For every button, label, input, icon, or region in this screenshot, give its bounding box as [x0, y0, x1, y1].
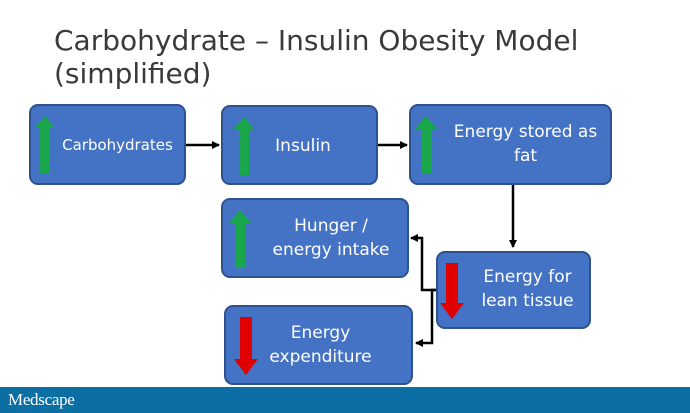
up-arrow-icon: [35, 116, 55, 174]
up-arrow-icon: [229, 210, 251, 268]
node-energy-for-lean-tissue: Energy for lean tissue: [436, 251, 591, 329]
node-expenditure-line-1: Energy: [290, 323, 351, 343]
node-lean-tissue-line-2: lean tissue: [481, 291, 574, 311]
footer-bar: Medscape: [0, 387, 690, 413]
up-arrow-icon: [233, 117, 255, 175]
node-carbohydrates-label: Carbohydrates: [62, 136, 173, 154]
node-energy-expenditure: Energy expenditure: [224, 305, 413, 385]
node-insulin-label: Insulin: [275, 136, 331, 156]
down-arrow-icon: [234, 317, 258, 375]
up-arrow-icon: [415, 116, 437, 174]
node-insulin: Insulin: [221, 105, 378, 185]
node-energy-stored-label: Energy stored as fat: [439, 120, 612, 168]
node-lean-tissue-label: Energy for lean tissue: [462, 265, 593, 313]
node-expenditure-label: Energy expenditure: [258, 321, 383, 369]
slide-title-line-1: Carbohydrate – Insulin Obesity Model: [54, 24, 579, 57]
connector-lean-to-hunger: [410, 234, 436, 292]
node-energy-stored-line-2: fat: [513, 146, 538, 166]
node-energy-stored-line-1: Energy stored as: [453, 122, 598, 142]
node-lean-tissue-line-1: Energy for: [483, 267, 572, 287]
node-hunger-line-1: Hunger /: [294, 216, 368, 236]
node-expenditure-line-2: expenditure: [269, 347, 372, 367]
node-hunger-energy-intake: Hunger / energy intake: [221, 198, 409, 278]
node-energy-stored-as-fat: Energy stored as fat: [409, 104, 612, 185]
connector-lean-to-expenditure: [415, 288, 436, 347]
medscape-logo: Medscape: [8, 390, 75, 409]
slide-title: Carbohydrate – Insulin Obesity Model (si…: [54, 24, 578, 90]
node-carbohydrates: Carbohydrates: [29, 104, 186, 185]
node-hunger-label: Hunger / energy intake: [253, 214, 409, 262]
slide-title-line-2: (simplified): [54, 57, 212, 90]
node-hunger-line-2: energy intake: [272, 240, 390, 260]
down-arrow-icon: [440, 263, 464, 319]
